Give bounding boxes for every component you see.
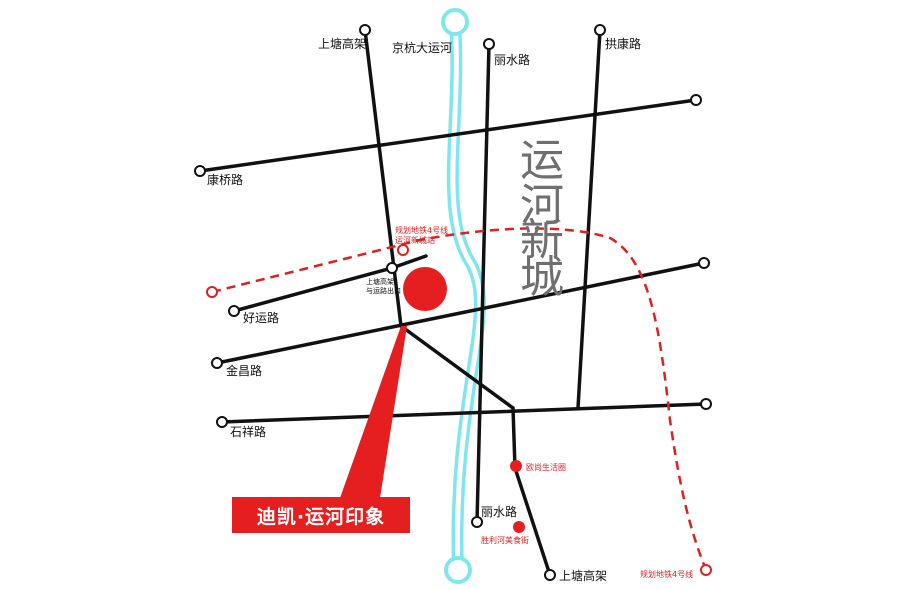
interchange-label-line1: 上塘高架	[366, 277, 394, 286]
canal-south-endpoint	[444, 556, 472, 584]
project-location-dot	[403, 267, 447, 311]
district-title-char-3: 新	[520, 215, 564, 266]
poi-ouchang-dot	[510, 460, 522, 472]
road-shangtang-north	[363, 28, 403, 328]
endpoint-interchange	[386, 262, 398, 274]
endpoint-shixiang-east	[700, 398, 712, 410]
poi-ouchang-label: 欧尚生活圈	[526, 462, 566, 472]
road-haoyun-west	[232, 266, 394, 313]
endpoint-shangtang-south	[544, 569, 556, 581]
interchange-label-line2: 与运路出口	[366, 286, 401, 295]
label-shangtang-north: 上塘高架	[318, 36, 366, 51]
road-shangtang-south-upper	[511, 406, 517, 470]
endpoint-jinchang-west	[211, 357, 223, 369]
metro-station-label-line1: 规划地铁4号线	[395, 225, 448, 235]
metro-south-endpoint	[700, 564, 712, 576]
endpoint-shangtang-north	[359, 24, 371, 36]
metro-labels: 规划地铁4号线 运河新城站 规划地铁4号线	[395, 225, 693, 579]
road-endpoints	[194, 24, 712, 581]
district-title-char-4: 城	[520, 252, 564, 303]
project-marker	[340, 267, 447, 498]
label-pinkang: 拱康路	[605, 36, 641, 51]
metro-station-label-line2: 运河新城站	[395, 235, 435, 245]
road-labels: 上塘高架 京杭大运河 丽水路 拱康路 康桥路 好运路 金昌路 石祥路 丽水路 上…	[207, 36, 641, 583]
endpoint-haoyun	[228, 305, 240, 317]
roads	[198, 28, 708, 577]
road-shangtang-south-lower	[513, 466, 552, 577]
metro-line-label: 规划地铁4号线	[640, 569, 693, 579]
endpoint-kangqiao-west	[194, 165, 206, 177]
district-title-char-2: 河	[520, 180, 564, 231]
project-pointer	[340, 326, 407, 498]
metro-line-4	[206, 227, 712, 576]
label-shixiang: 石祥路	[230, 424, 266, 439]
endpoint-jinchang-east	[698, 257, 710, 269]
canal-north-endpoint	[441, 8, 469, 36]
endpoint-lishui-south	[471, 516, 483, 528]
road-lishui	[475, 42, 491, 524]
label-lishui-north: 丽水路	[494, 52, 530, 67]
label-kangqiao: 康桥路	[207, 172, 243, 187]
road-shixiang	[220, 402, 708, 424]
poi-shengli-dot	[513, 521, 525, 533]
label-shangtang-south: 上塘高架	[559, 568, 607, 583]
road-jinchang	[215, 261, 706, 365]
project-label: 迪凯·运河印象	[232, 497, 410, 533]
metro-west-endpoint	[206, 286, 218, 298]
label-lishui-south: 丽水路	[481, 504, 517, 519]
road-pinkang	[576, 28, 602, 410]
metro-station-yunhe	[397, 244, 409, 256]
endpoint-shixiang-west	[216, 416, 228, 428]
district-title-char-1: 运	[520, 135, 564, 186]
interchange-label: 上塘高架 与运路出口	[366, 277, 401, 295]
road-shangtang-diag	[399, 324, 515, 410]
road-haoyun-east	[390, 254, 428, 270]
label-canal: 京杭大运河	[392, 40, 452, 55]
road-kangqiao	[198, 98, 698, 173]
canal	[441, 8, 486, 584]
endpoint-lishui-north	[483, 38, 495, 50]
label-haoyun: 好运路	[243, 310, 279, 325]
poi-shengli-label: 胜利河美食街	[481, 535, 529, 545]
endpoint-pinkang	[594, 24, 606, 36]
endpoint-kangqiao-east	[690, 94, 702, 106]
district-title: 运 河 新 城	[520, 135, 564, 303]
label-jinchang: 金昌路	[226, 363, 262, 378]
